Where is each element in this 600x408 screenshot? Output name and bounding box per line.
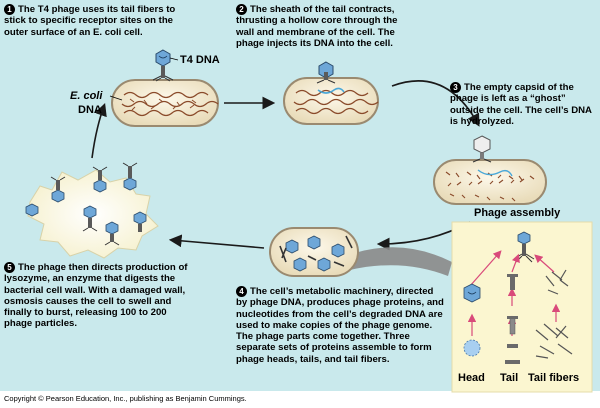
- phage-attached-1: [152, 49, 174, 82]
- step-4-description: The cell’s metabolic machinery, directed…: [236, 286, 444, 365]
- burst-cell: [25, 162, 159, 259]
- ecoli-pointer: [109, 95, 123, 101]
- released-phage-1: [50, 176, 66, 203]
- assembly-arrow-tail: [511, 253, 520, 273]
- ecoli-cell-2: [283, 77, 379, 125]
- head-label: Head: [458, 372, 485, 384]
- tail-fibers-label: Tail fibers: [528, 372, 580, 384]
- step-5-description: The phage then directs production of lys…: [4, 262, 188, 330]
- released-phage-6: [133, 211, 147, 232]
- head-precursor: [463, 339, 481, 357]
- tail-stage-2: [507, 316, 518, 335]
- assembly-arrow-head: [469, 250, 502, 287]
- step-1-description: The T4 phage uses its tail fibers to sti…: [4, 4, 176, 38]
- tail-label: Tail: [500, 372, 519, 384]
- released-phage-4: [82, 205, 98, 232]
- step-1-number: 1: [4, 4, 15, 15]
- tail-stage-1: [505, 344, 520, 364]
- arrow-step2-to-step3: [391, 80, 480, 127]
- step-5-number: 5: [4, 262, 15, 273]
- released-phage-5: [104, 221, 120, 246]
- assembly-arrow-fibers: [534, 254, 555, 273]
- released-phage-2: [92, 166, 108, 193]
- released-phage-7: [25, 203, 39, 217]
- fibers-assembled: [545, 269, 569, 295]
- dna-label: DNA: [78, 104, 102, 116]
- phage-assembly-label: Phage assembly: [474, 207, 561, 219]
- arrow-step5-to-step1: [91, 102, 107, 159]
- ecoli-label: E. coli: [70, 90, 103, 102]
- ecoli-cell-3: [433, 159, 547, 205]
- phage-ghost: [472, 135, 492, 163]
- step-2-number: 2: [236, 4, 247, 15]
- step-3-description: The empty capsid of the phage is left as…: [450, 82, 592, 127]
- t4-dna-label: T4 DNA: [180, 54, 220, 66]
- step-2-description: The sheath of the tail contracts, thrust…: [236, 4, 398, 49]
- fibers-unassembled: [535, 323, 573, 359]
- step-4-number: 4: [236, 286, 247, 297]
- copyright-notice: Copyright © Pearson Education, Inc., pub…: [4, 394, 247, 403]
- tail-stage-3: [507, 274, 518, 290]
- t4-dna-pointer: [169, 57, 179, 61]
- arrow-step4-to-step5: [168, 234, 265, 249]
- ecoli-cell-4: [269, 227, 359, 277]
- ecoli-cell-1: [111, 79, 219, 127]
- phage-injecting: [316, 61, 336, 84]
- step-3-number: 3: [450, 82, 461, 93]
- head-assembled: [463, 283, 481, 303]
- arrow-to-assembly: [346, 247, 452, 276]
- released-phage-3: [122, 162, 138, 191]
